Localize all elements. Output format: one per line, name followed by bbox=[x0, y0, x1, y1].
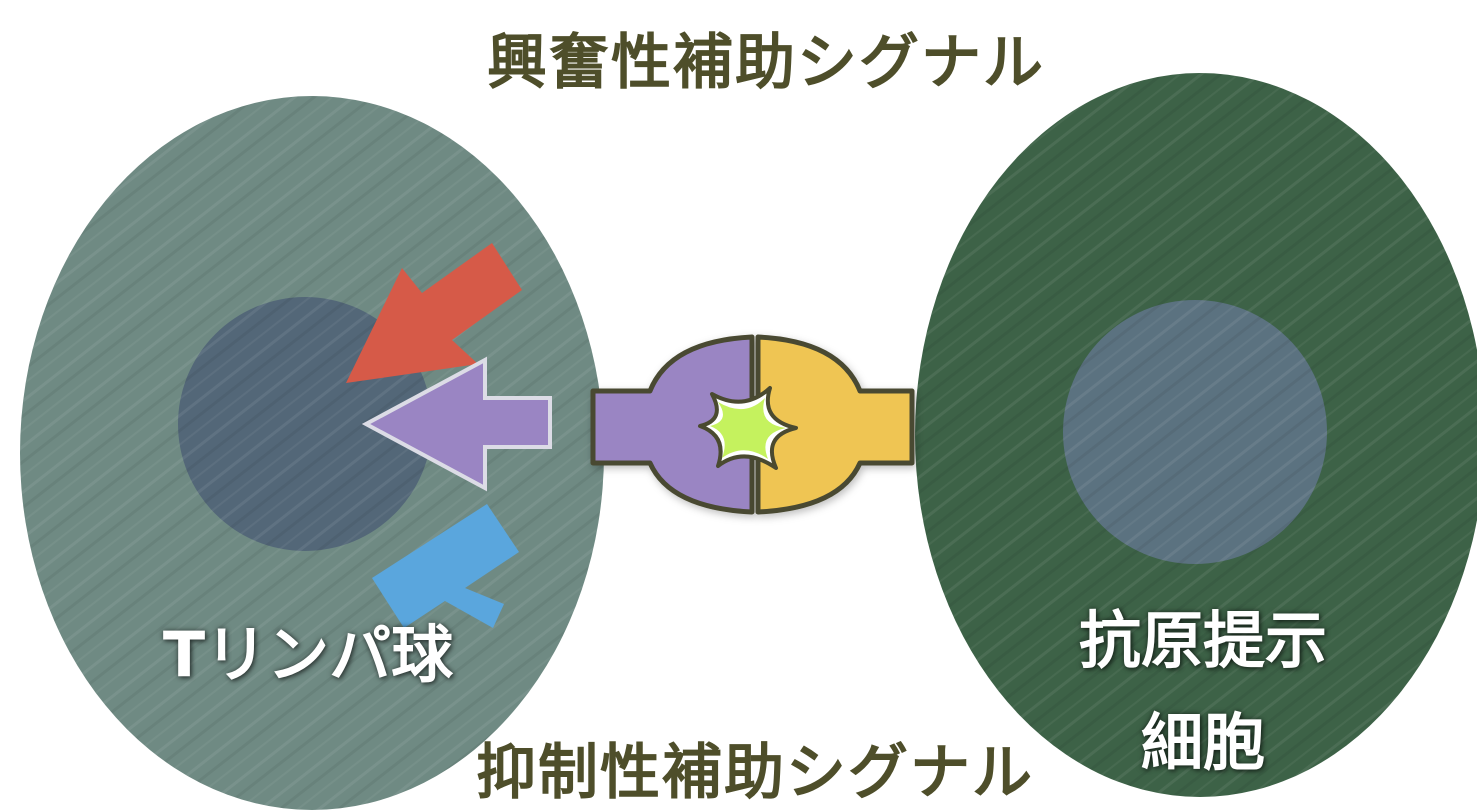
purple-arrow-shape bbox=[361, 356, 552, 492]
apc-label-line2: 細胞 bbox=[1140, 706, 1265, 779]
t-cell-label: Tリンパ球 bbox=[162, 618, 454, 691]
apc-nucleus-texture bbox=[1063, 300, 1327, 564]
apc-label-line1: 抗原提示 bbox=[1078, 604, 1327, 677]
stimulatory-arrow-icon bbox=[346, 243, 522, 383]
antigen-star-icon bbox=[698, 386, 798, 470]
blue-t-bar-shape bbox=[372, 504, 519, 628]
antigen-presenting-cell bbox=[915, 73, 1477, 797]
mhc-ligand bbox=[755, 334, 915, 515]
inhibitory-signal-title: 抑制性補助シグナル bbox=[476, 738, 1034, 808]
stimulatory-signal-title: 興奮性補助シグナル bbox=[487, 28, 1045, 98]
tcr-shape bbox=[590, 334, 755, 515]
antigen-star-fill bbox=[710, 398, 786, 459]
t-cell-receptor bbox=[590, 334, 755, 515]
mhc-shape bbox=[755, 334, 915, 515]
t-cell bbox=[20, 96, 604, 810]
co-stimulatory-arrow-icon bbox=[361, 356, 552, 492]
red-arrow-shape bbox=[346, 243, 522, 383]
inhibitory-t-bar-icon bbox=[372, 504, 519, 628]
